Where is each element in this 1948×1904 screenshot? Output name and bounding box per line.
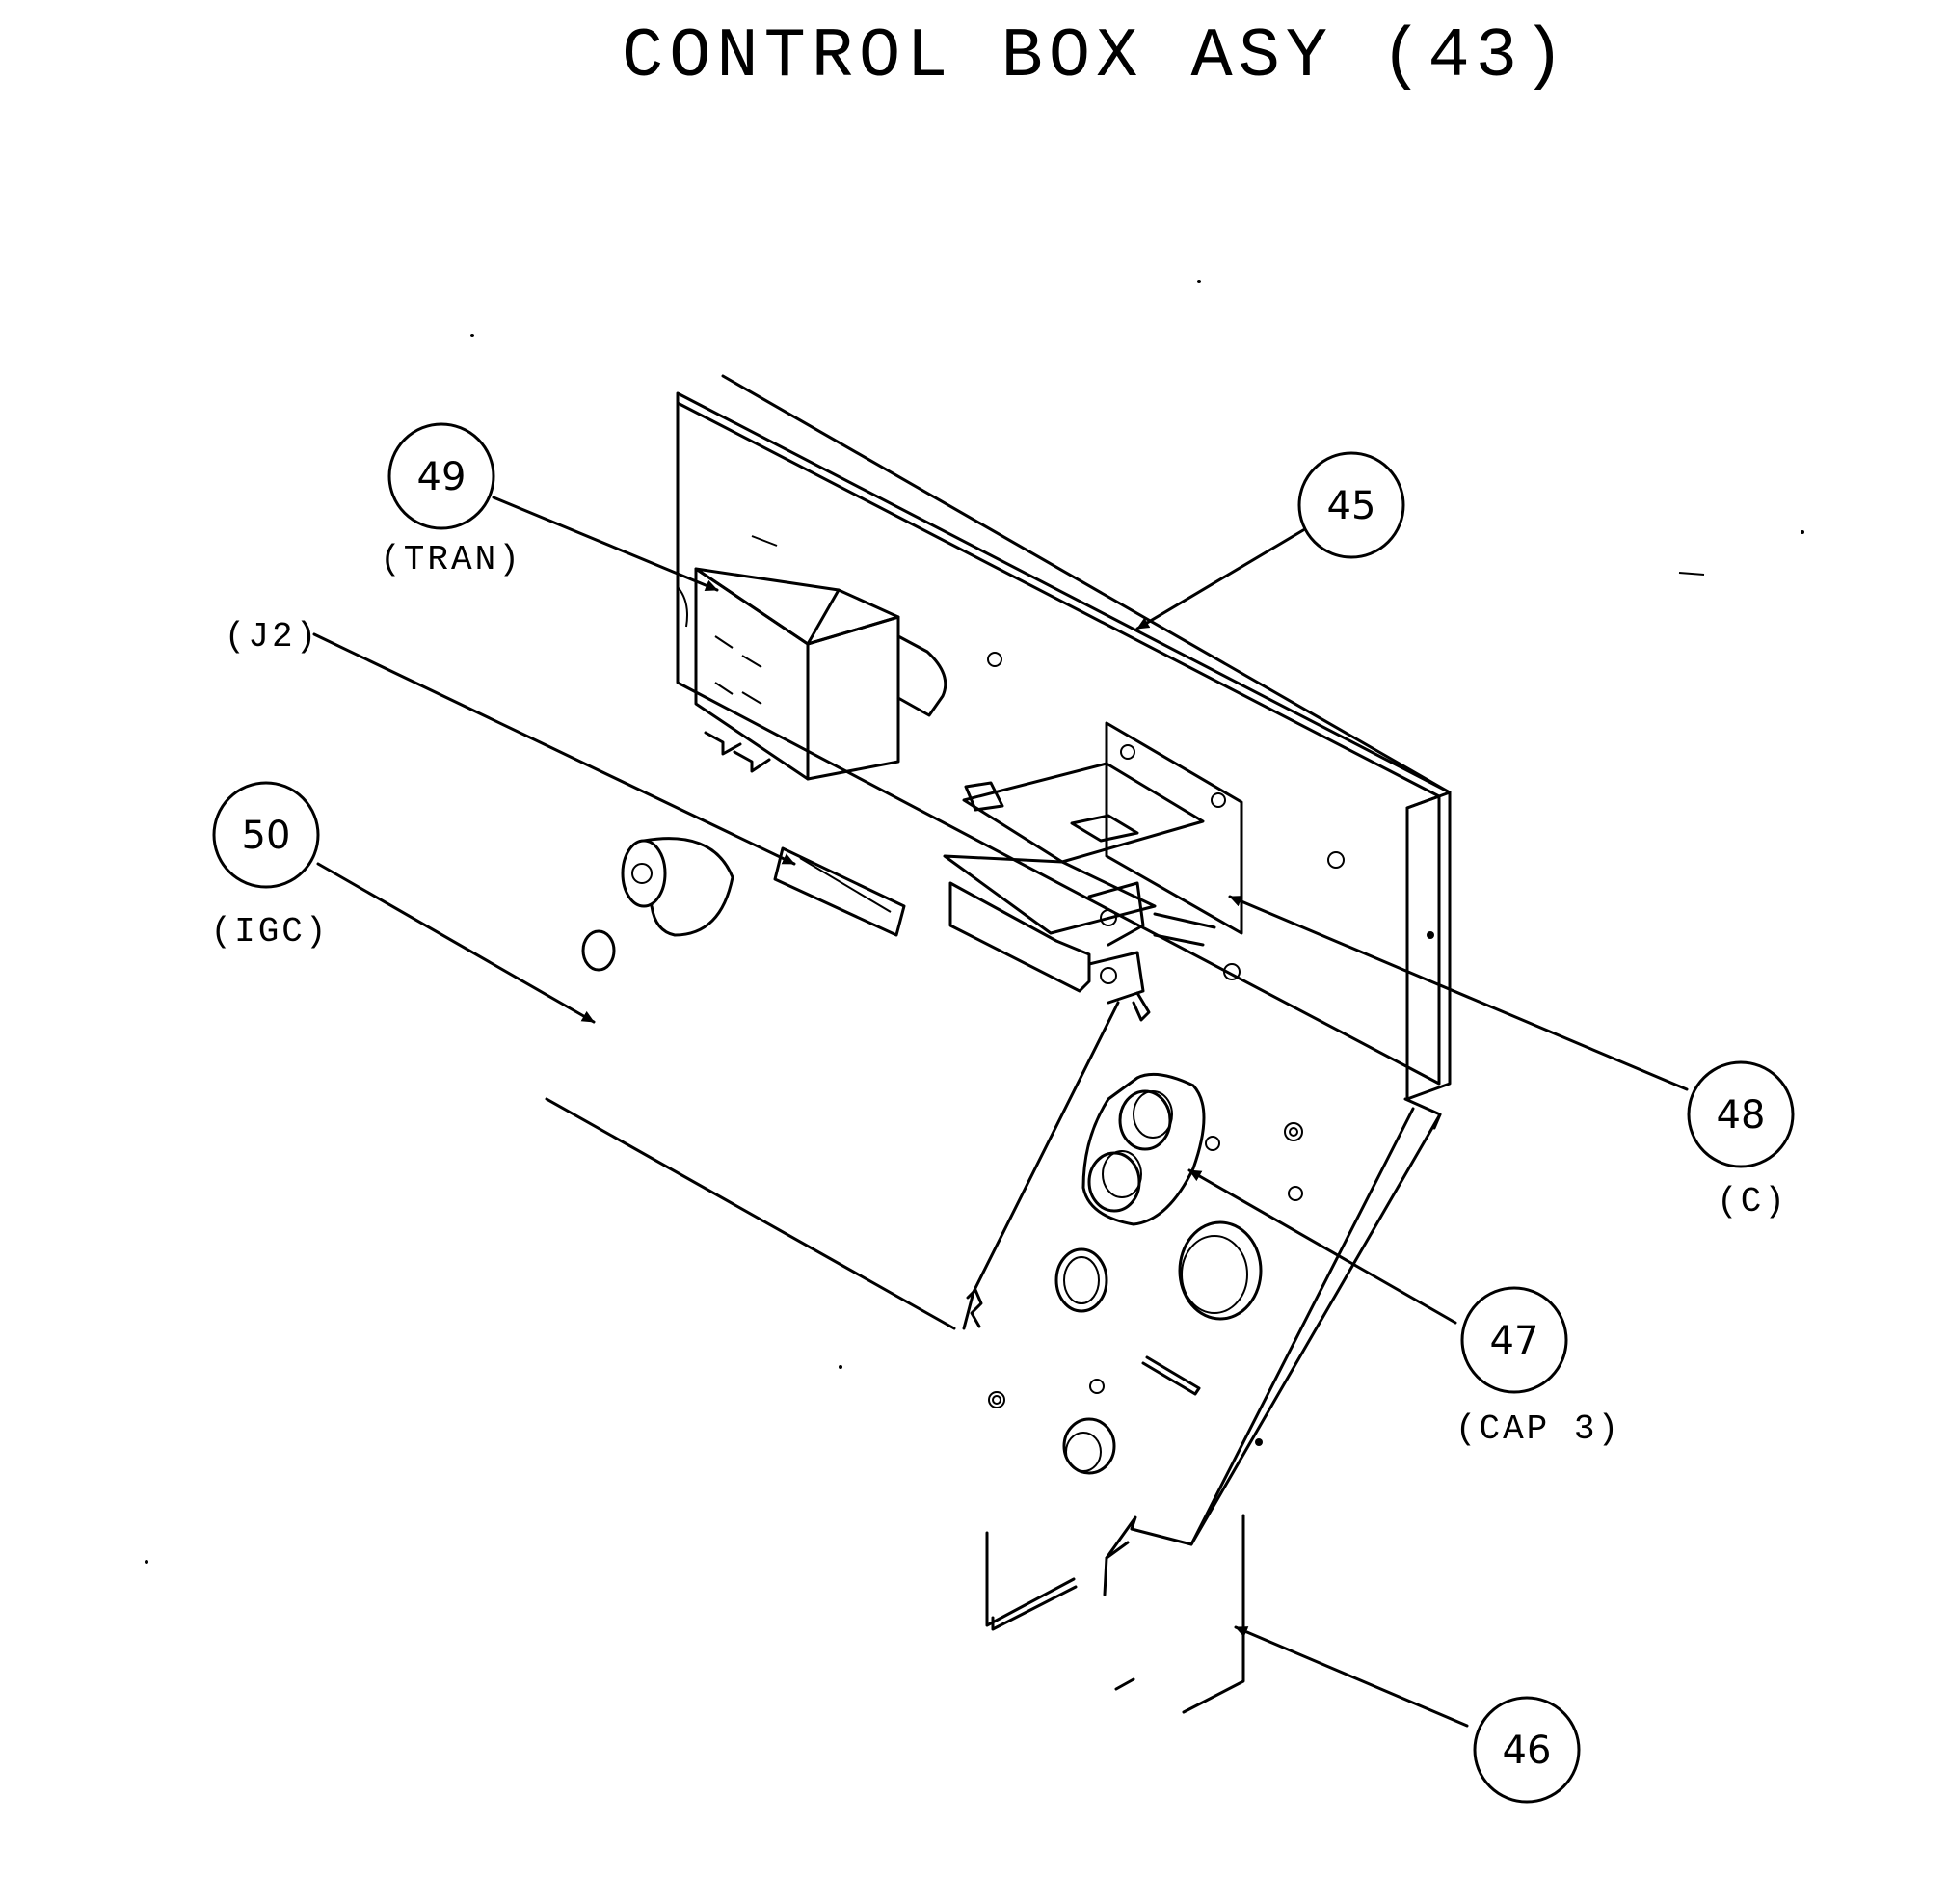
back-panel	[676, 374, 1452, 1101]
svg-text:50: 50	[242, 814, 291, 858]
svg-text:(J2): (J2)	[225, 617, 319, 657]
svg-text:47: 47	[1490, 1319, 1539, 1363]
svg-text:49: 49	[417, 455, 467, 499]
callout-49: 49 (TRAN)	[380, 422, 522, 579]
svg-text:(IGC): (IGC)	[210, 912, 329, 952]
svg-text:45: 45	[1327, 484, 1376, 528]
transformer	[678, 535, 947, 781]
callout-45: 45	[1297, 451, 1405, 559]
svg-text:46: 46	[1503, 1729, 1552, 1773]
j2-connector	[773, 846, 906, 937]
svg-text:(TRAN): (TRAN)	[380, 540, 522, 579]
capacitor	[1081, 1072, 1206, 1226]
leader-lines	[312, 496, 1689, 1728]
svg-text:(C): (C)	[1717, 1182, 1788, 1221]
callout-47: 47 (CAP 3)	[1455, 1286, 1621, 1449]
front-panel	[545, 1001, 1442, 1714]
callout-50: 50 (IGC)	[210, 781, 329, 952]
callout-46: 46	[1473, 1696, 1581, 1804]
callout-48: 48 (C)	[1687, 1060, 1795, 1221]
svg-text:(CAP 3): (CAP 3)	[1455, 1409, 1621, 1449]
igc-bushing	[581, 837, 734, 972]
diagram-title: CONTROL BOX ASY (43)	[622, 17, 1570, 96]
label-j2: (J2)	[225, 617, 319, 657]
scan-specks	[145, 280, 1804, 1564]
contactor	[943, 721, 1243, 1022]
panel-holes	[988, 1122, 1303, 1475]
svg-text:48: 48	[1717, 1093, 1766, 1138]
